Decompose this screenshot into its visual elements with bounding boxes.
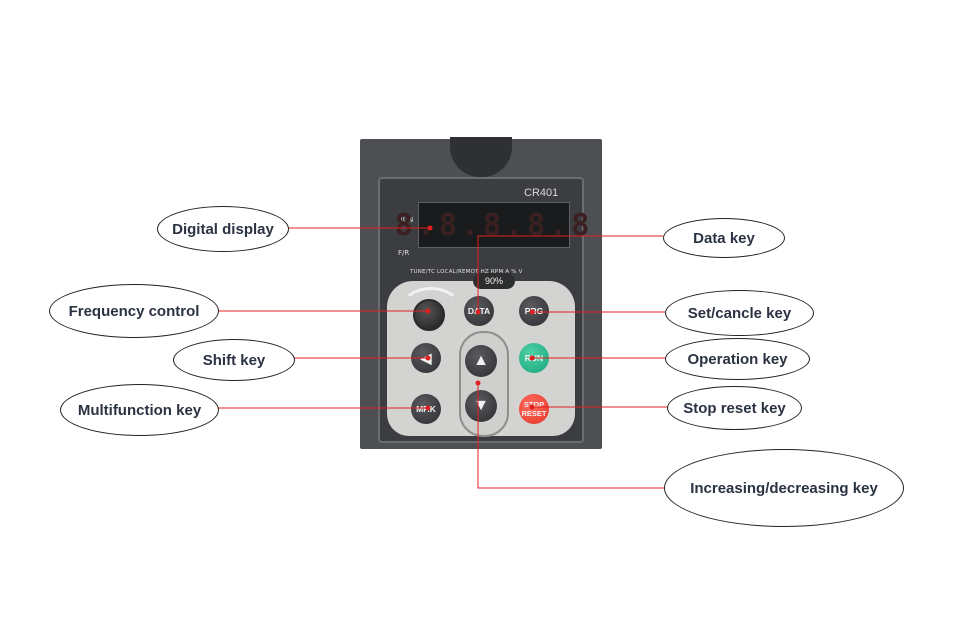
- down-button[interactable]: ▼: [465, 390, 497, 422]
- knob-arc: [400, 287, 462, 333]
- callout-digital-display: Digital display: [157, 206, 289, 252]
- callout-multifunction-key: Multifunction key: [60, 384, 219, 436]
- fr-indicator-label: F/R: [398, 249, 410, 257]
- up-button[interactable]: ▲: [465, 345, 497, 377]
- callout-stop-reset-key: Stop reset key: [667, 386, 802, 430]
- callout-data-key: Data key: [663, 218, 785, 258]
- stop-reset-button[interactable]: STOP RESET: [519, 394, 549, 424]
- model-label: CR401: [524, 187, 559, 199]
- led-display: 8.8.8.8.8: [395, 202, 589, 248]
- callout-inc-dec-key: Increasing/decreasing key: [664, 449, 904, 527]
- data-button[interactable]: DATA: [464, 296, 494, 326]
- display-digits: 8.8.8.8.8: [394, 207, 594, 243]
- callout-frequency-control: Frequency control: [49, 284, 219, 338]
- callout-set-cancel-key: Set/cancle key: [665, 290, 814, 336]
- up-triangle-icon: ▲: [473, 352, 489, 369]
- keypad-panel: CR401 RUN F/R 8.8.8.8.8 TUNE/TC LOCAL/RE…: [360, 137, 602, 449]
- frequency-knob[interactable]: [413, 299, 445, 331]
- run-indicator-label: RUN: [398, 216, 414, 224]
- run-button[interactable]: RUN: [519, 343, 549, 373]
- down-triangle-icon: ▼: [473, 397, 489, 414]
- mode-indicator-labels: TUNE/TC LOCAL/REMOT HZ RPM A % V: [410, 269, 523, 275]
- left-arrow-icon: ◀: [420, 349, 432, 366]
- callout-shift-key: Shift key: [173, 339, 295, 381]
- mfk-button[interactable]: MF.K: [411, 394, 441, 424]
- percent-badge: 90%: [473, 273, 515, 289]
- callout-operation-key: Operation key: [665, 338, 810, 380]
- panel-notch: [450, 137, 512, 177]
- prg-button[interactable]: PRG: [519, 296, 549, 326]
- shift-button[interactable]: ◀: [411, 343, 441, 373]
